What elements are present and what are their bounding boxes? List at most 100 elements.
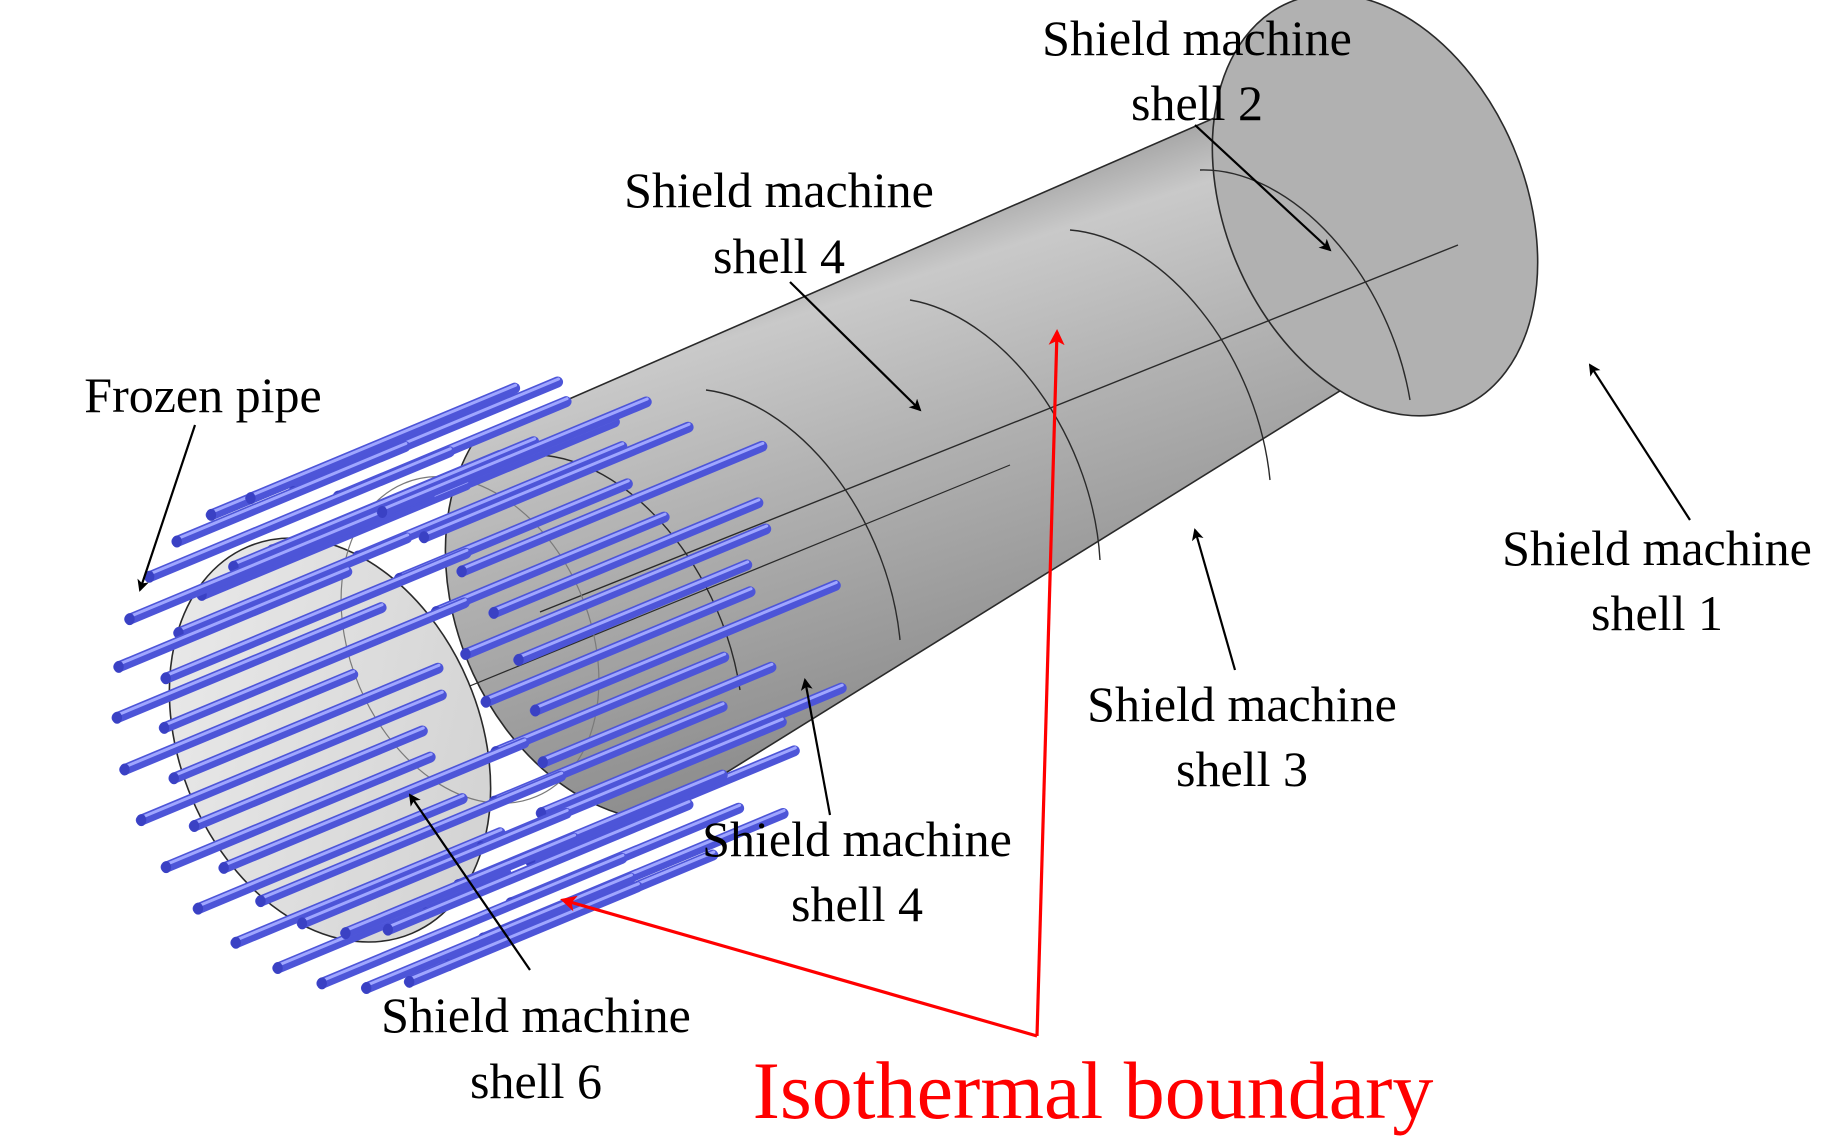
frozen-pipe-highlight	[423, 422, 691, 536]
frozen-pipe-end	[189, 819, 200, 832]
label-shell-3-line2: shell 3	[1176, 741, 1308, 797]
frozen-pipe	[245, 382, 521, 504]
frozen-pipe-highlight	[518, 560, 750, 659]
frozen-pipe-end	[513, 653, 524, 666]
frozen-pipe-highlight	[495, 652, 727, 751]
frozen-pipe	[460, 523, 772, 660]
frozen-pipe	[158, 597, 470, 734]
frozen-pipe-end	[255, 895, 266, 908]
frozen-pipe	[382, 799, 694, 936]
label-shell-4-top-line2: shell 4	[713, 228, 845, 284]
arrow-frozen-pipe	[137, 424, 197, 592]
isothermal-arrows	[560, 329, 1065, 1038]
frozen-pipe-highlight	[176, 442, 408, 541]
frozen-pipe-end	[218, 861, 229, 874]
frozen-pipe	[160, 751, 436, 873]
frozen-pipe-highlight	[260, 771, 564, 900]
isothermal-arrow-up	[1035, 329, 1065, 1037]
frozen-pipe-highlight	[381, 397, 649, 511]
frozen-pipe-end	[159, 721, 170, 734]
frozen-pipe	[296, 807, 572, 929]
frozen-pipe-highlight	[435, 512, 667, 611]
frozen-pipe-end	[340, 927, 351, 940]
frozen-pipe-end	[530, 704, 541, 717]
frozen-pipe	[218, 737, 530, 874]
label-shell-1-line2: shell 1	[1591, 585, 1723, 641]
frozen-pipe	[228, 436, 540, 573]
frozen-pipe-end	[206, 508, 217, 521]
ring-2	[909, 299, 1101, 561]
frozen-pipe	[113, 566, 353, 673]
frozen-pipe-end	[404, 975, 415, 988]
frozen-pipe-end	[361, 981, 372, 994]
frozen-pipe	[537, 661, 777, 768]
frozen-pipe	[340, 832, 580, 939]
label-shell-6-line2: shell 6	[470, 1053, 602, 1109]
frozen-pipe	[135, 689, 447, 826]
frozen-pipe-highlight	[173, 663, 441, 777]
frozen-pipe-highlight	[140, 690, 444, 819]
arrow-shell-6	[408, 793, 531, 971]
label-shell-1-line1: Shield machine	[1502, 520, 1812, 576]
frozen-pipe	[488, 497, 764, 619]
arrow-shell-4-bottom	[800, 678, 832, 816]
frozen-pipe-end	[481, 695, 492, 708]
frozen-pipe	[480, 586, 756, 708]
frozen-pipe	[490, 651, 730, 758]
frozen-pipe-highlight	[223, 738, 527, 867]
frozen-pipe-highlight	[178, 533, 410, 632]
frozen-pipe-highlight	[345, 833, 577, 932]
frozen-pipe	[360, 872, 636, 994]
frozen-pipe-highlight	[542, 662, 774, 761]
frozen-pipe-end	[168, 772, 179, 785]
frozen-pipe-highlight	[165, 548, 469, 677]
frozen-pipe	[160, 547, 472, 684]
frozen-pipe	[430, 511, 670, 618]
frozen-pipe-end	[112, 711, 123, 724]
frozen-pipe-highlight	[124, 670, 356, 769]
frozen-pipe	[188, 725, 428, 832]
frozen-pipe-highlight	[365, 873, 633, 987]
frozen-pipe-highlight	[193, 726, 425, 825]
frozen-pipe-array	[111, 376, 847, 994]
annotation-arrows	[137, 124, 1691, 971]
frozen-pipe-end	[160, 672, 171, 685]
frozen-pipe-highlight	[165, 752, 433, 866]
near-end-inner-rim	[340, 476, 600, 804]
frozen-pipe-highlight	[465, 524, 769, 653]
frozen-pipe-highlight	[485, 587, 753, 701]
frozen-pipe-end	[230, 936, 241, 949]
frozen-pipe	[230, 827, 506, 949]
frozen-pipe	[168, 662, 444, 784]
frozen-pipe-highlight	[301, 808, 569, 922]
frozen-pipe-end	[171, 535, 182, 548]
frozen-pipe-highlight	[148, 447, 452, 576]
frozen-pipe-highlight	[118, 567, 350, 666]
frozen-pipe	[376, 396, 652, 518]
frozen-pipe	[418, 421, 694, 543]
isothermal-arrow-left	[560, 895, 1038, 1038]
frozen-pipe-end	[161, 861, 172, 874]
frozen-pipe-end	[316, 977, 327, 990]
frozen-pipe-end	[136, 814, 147, 827]
frozen-pipe	[456, 440, 768, 577]
frozen-pipe-end	[113, 660, 124, 673]
frozen-pipe	[272, 867, 512, 974]
frozen-pipe-end	[272, 962, 283, 975]
frozen-pipe-highlight	[321, 853, 625, 982]
ring-1	[705, 389, 901, 641]
label-frozen-pipe: Frozen pipe	[84, 367, 321, 423]
frozen-pipe	[316, 852, 628, 989]
frozen-pipe	[529, 579, 841, 716]
label-shell-6-line1: Shield machine	[381, 987, 691, 1043]
frozen-pipe-highlight	[534, 580, 838, 709]
frozen-pipe-end	[124, 613, 135, 626]
label-shell-4-top-line1: Shield machine	[624, 162, 934, 218]
frozen-pipe	[173, 532, 413, 639]
seam-line-upper	[539, 244, 1459, 613]
frozen-pipe-end	[488, 606, 499, 619]
label-shell-2-line2: shell 2	[1131, 75, 1263, 131]
frozen-pipe	[143, 446, 455, 583]
frozen-pipe	[535, 682, 847, 819]
frozen-pipe-end	[245, 492, 256, 505]
